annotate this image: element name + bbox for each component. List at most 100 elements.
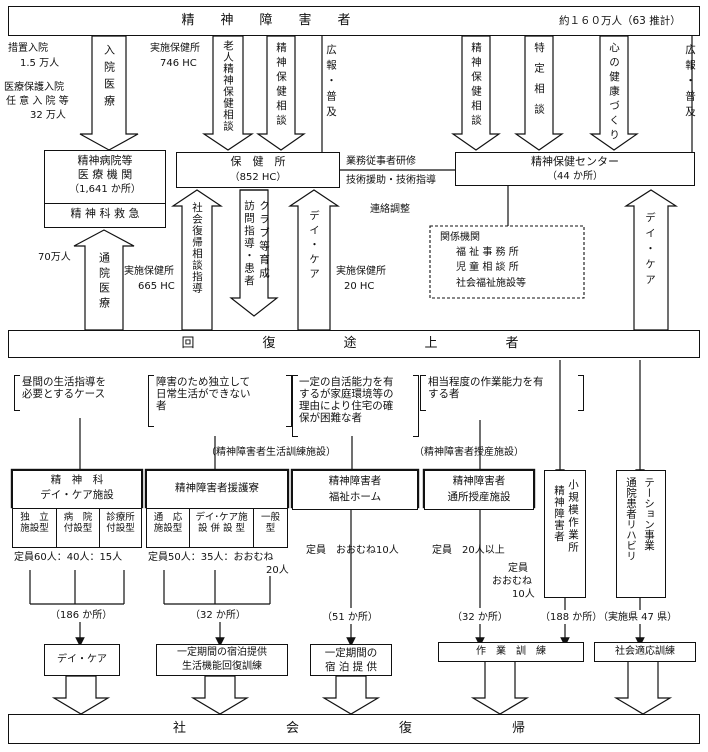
fac5-t2: 小規模作業所 — [567, 479, 580, 554]
related-l4: 社会福祉施設等 — [456, 278, 526, 289]
out4: 作 業 訓 練 — [476, 646, 546, 657]
label-day1: デイ・ケア — [308, 210, 321, 283]
fac4-t1: 精神障害者 — [452, 475, 506, 487]
note-s2: 医療保護入院 — [4, 82, 64, 93]
hospital-l3: （1,641 か所） — [69, 184, 141, 195]
count-1: （186 か所） — [50, 610, 113, 621]
related-box — [429, 225, 585, 299]
arrow-social — [171, 189, 223, 331]
fac3-box: 精神障害者 福祉ホーム — [292, 470, 418, 510]
link-coord: 連絡調整 — [370, 204, 410, 215]
fac2-cap2: 20人 — [266, 565, 289, 576]
fac1-t2: デイ・ケア施設 — [40, 489, 114, 501]
hospital-l4: 精 神 科 救 急 — [70, 207, 140, 220]
label-pr2: 広報・普及 — [684, 44, 697, 122]
arrow-mental-hc — [256, 35, 306, 151]
out2b: 生活機能回復訓練 — [182, 661, 262, 672]
pc-l1: 精神保健センター — [531, 155, 619, 168]
fac6-box: 通院患者リハビリ テーション事業 — [616, 470, 666, 598]
arrow-specific — [514, 35, 564, 151]
hc-impl-n: 746 HC — [160, 58, 197, 69]
out3a: 一定期間の — [324, 647, 378, 659]
out3b: 宿 泊 提 供 — [324, 661, 377, 673]
note-s3n: 32 万人 — [30, 110, 66, 121]
fac2-c2: デイ･ケア施 設 併 設 型 — [189, 508, 253, 548]
fac5-box: 精神障害者 小規模作業所 — [544, 470, 586, 598]
arrow-heart — [589, 35, 639, 151]
fac2-c1: 通 応 施設型 — [147, 508, 189, 548]
fac5-cap3: 10人 — [512, 589, 535, 600]
case-4: 相当程度の作業能力を有 する者 — [428, 376, 544, 401]
fac1-c3: 診療所 付設型 — [99, 508, 141, 548]
fac2-cap: 定員50人：35人：おおむね — [148, 552, 274, 563]
hospital-box: 精神病院等 医 療 機 関 （1,641 か所） 精 神 科 救 急 — [44, 150, 166, 228]
fac4-cap: 定員 20人以上 — [432, 545, 505, 556]
hc-impl: 実施保健所 — [150, 43, 200, 54]
arrow-inpatient — [79, 35, 139, 151]
label-inpatient: 入院医療 — [102, 44, 116, 112]
top-title: 精神障害者 — [181, 13, 377, 28]
label-work: （精神障害者授産施設） — [414, 447, 524, 458]
fac1-c1: 独 立 施設型 — [13, 508, 56, 548]
label-social: 社会復帰相談指導 — [191, 202, 204, 294]
fac1-c2: 病 院 付設型 — [56, 508, 99, 548]
arrow-elderly — [202, 35, 254, 151]
fac4-t2: 通所授産施設 — [447, 491, 511, 503]
note-s3: 任 意 入 院 等 — [6, 96, 69, 107]
count-5: （188 か所） — [540, 612, 603, 623]
fac2-c3: 一般 型 — [253, 508, 287, 548]
label-visit: 訪問指導・患者 — [243, 200, 256, 288]
hc-box: 保 健 所 （852 HC） — [176, 152, 340, 188]
related-l3: 児 童 相 談 所 — [456, 262, 519, 273]
label-elderly: 老人精神保健相談 — [222, 40, 235, 132]
fac3-cap: 定員 おおむね10人 — [306, 545, 399, 556]
label-pr1: 広報・普及 — [325, 44, 338, 122]
label-impl1: 実施保健所 — [124, 266, 174, 277]
fac6-t1: 通院患者リハビリ — [625, 477, 638, 561]
out1: デイ・ケア — [57, 654, 107, 665]
arrow-out2 — [190, 675, 250, 715]
arrow-day1 — [288, 189, 340, 331]
fac1-t1: 精 神 科 — [50, 474, 104, 486]
label-club: クラブ等育成 — [258, 200, 271, 281]
fac6-t2: テーション事業 — [643, 477, 656, 551]
fac3-t2: 福祉ホーム — [328, 491, 382, 503]
fac3-t1: 精神障害者 — [328, 475, 382, 487]
label-living: （精神障害者生活訓練施設） — [206, 447, 336, 458]
label-heart: 心の健康づくり — [608, 42, 621, 144]
label-impl2n: 20 HC — [344, 281, 375, 292]
note-s1: 措置入院 — [8, 43, 48, 54]
label-mental-pc: 精神保健相談 — [470, 42, 483, 129]
fac2-t1: 精神障害者援護寮 — [175, 482, 259, 494]
link-tech: 技術援助・技術指導 — [346, 175, 436, 186]
fac4-box: 精神障害者 通所授産施設 — [424, 470, 534, 510]
top-bar: 精神障害者 約１６０万人（63 推計） — [8, 6, 700, 36]
label-mental-hc: 精神保健相談 — [275, 42, 288, 129]
fac5-t1: 精神障害者 — [553, 485, 566, 543]
arrow-mental-pc — [451, 35, 501, 151]
out5: 社会適応訓練 — [615, 646, 675, 657]
fac2-box: 精神障害者援護寮 通 応 施設型 デイ･ケア施 設 併 設 型 一般 型 — [146, 470, 288, 548]
recovery-bar: 回復途上者 — [8, 330, 700, 358]
label-day2: デイ・ケア — [644, 212, 657, 290]
arrow-out5 — [613, 659, 673, 715]
count-6: （実施県 47 県） — [598, 612, 678, 623]
out3-box: 一定期間の 宿 泊 提 供 — [310, 644, 392, 676]
hc-l2: （852 HC） — [229, 172, 287, 183]
out4-box: 作 業 訓 練 — [438, 642, 584, 662]
arrow-out1 — [51, 675, 111, 715]
fac1-box: 精 神 科 デイ・ケア施設 独 立 施設型 病 院 付設型 診療所 付設型 — [12, 470, 142, 548]
arrow-club — [229, 189, 279, 317]
hospital-l1: 精神病院等 — [77, 154, 133, 167]
case-2: 障害のため独立して 日常生活ができない 者 — [156, 376, 251, 413]
label-impl2: 実施保健所 — [336, 266, 386, 277]
link-training: 業務従事者研修 — [346, 156, 416, 167]
hc-l1: 保 健 所 — [230, 155, 286, 168]
count-4: （32 か所） — [452, 612, 508, 623]
case-3: 一定の自活能力を有 するが家庭環境等の 理由により住宅の確 保が困難な者 — [299, 376, 394, 425]
out1-box: デイ・ケア — [44, 644, 120, 676]
related-l2: 福 祉 事 務 所 — [456, 247, 519, 258]
label-outpatient: 通院医療 — [97, 252, 111, 312]
count-3: （51 か所） — [322, 612, 378, 623]
arrow-out4 — [470, 659, 530, 715]
